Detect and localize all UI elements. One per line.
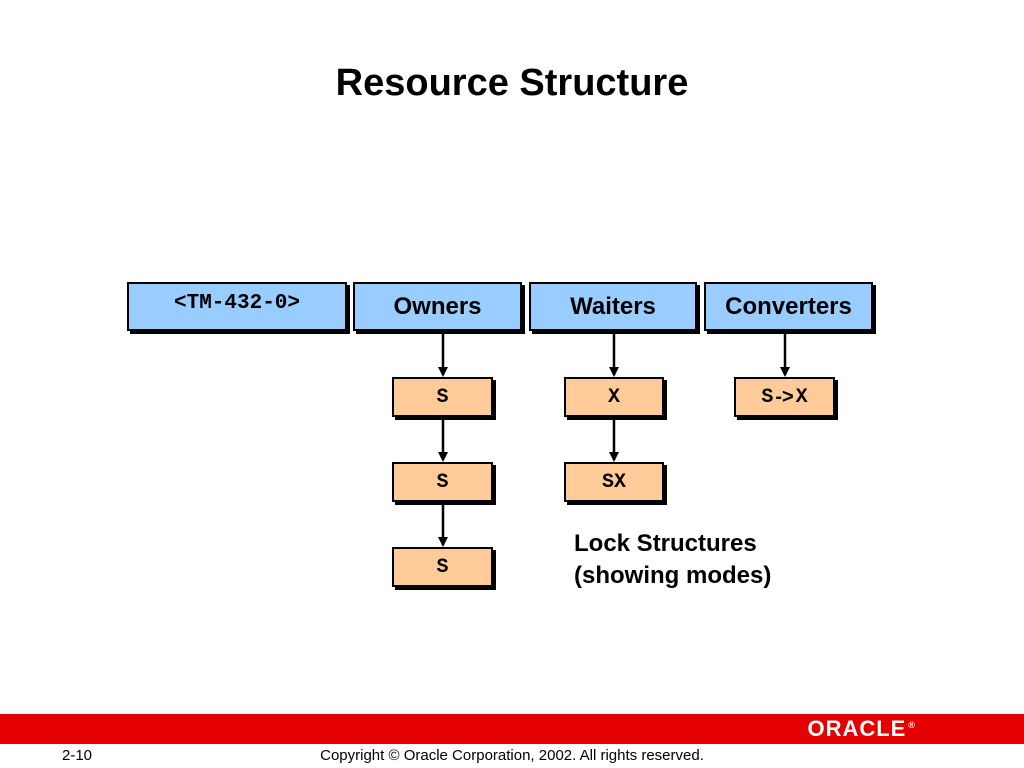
oracle-logo-text: ORACLE [807, 716, 907, 741]
waiter-lock-2: SX [564, 462, 664, 502]
owner-lock-1: S [392, 377, 493, 417]
waiters-header-box: Waiters [529, 282, 697, 331]
converter-lock-1: S -> X [734, 377, 835, 417]
waiters-label: Waiters [570, 292, 656, 320]
owner-lock-2: S [392, 462, 493, 502]
registered-mark: ® [908, 720, 916, 730]
owner-lock-3-mode: S [436, 555, 449, 579]
lock-structures-caption: Lock Structures (showing modes) [574, 528, 771, 592]
copyright-notice: Copyright © Oracle Corporation, 2002. Al… [320, 747, 704, 764]
waiter-lock-2-mode: SX [601, 470, 626, 494]
slide-title: Resource Structure [335, 62, 689, 104]
oracle-logo: ORACLE ® [807, 716, 916, 742]
owners-header-box: Owners [353, 282, 522, 331]
footer-bar: ORACLE ® [0, 714, 1024, 744]
converters-header-box: Converters [704, 282, 873, 331]
waiter-lock-1-mode: X [607, 385, 620, 409]
resource-name-box: <TM-432-0> [127, 282, 347, 331]
waiter-lock-1: X [564, 377, 664, 417]
converter-to-mode: X [795, 385, 808, 409]
page-number: 2-10 [62, 747, 93, 764]
caption-line-2: (showing modes) [574, 562, 772, 589]
owner-lock-3: S [392, 547, 493, 587]
converters-label: Converters [725, 292, 852, 320]
owner-lock-2-mode: S [436, 470, 449, 494]
resource-name-label: <TM-432-0> [173, 292, 301, 315]
converter-arrow-text: -> [775, 385, 794, 408]
caption-line-1: Lock Structures [574, 530, 757, 557]
owner-lock-1-mode: S [436, 385, 449, 409]
converter-from-mode: S [761, 385, 774, 409]
owners-label: Owners [393, 292, 482, 320]
